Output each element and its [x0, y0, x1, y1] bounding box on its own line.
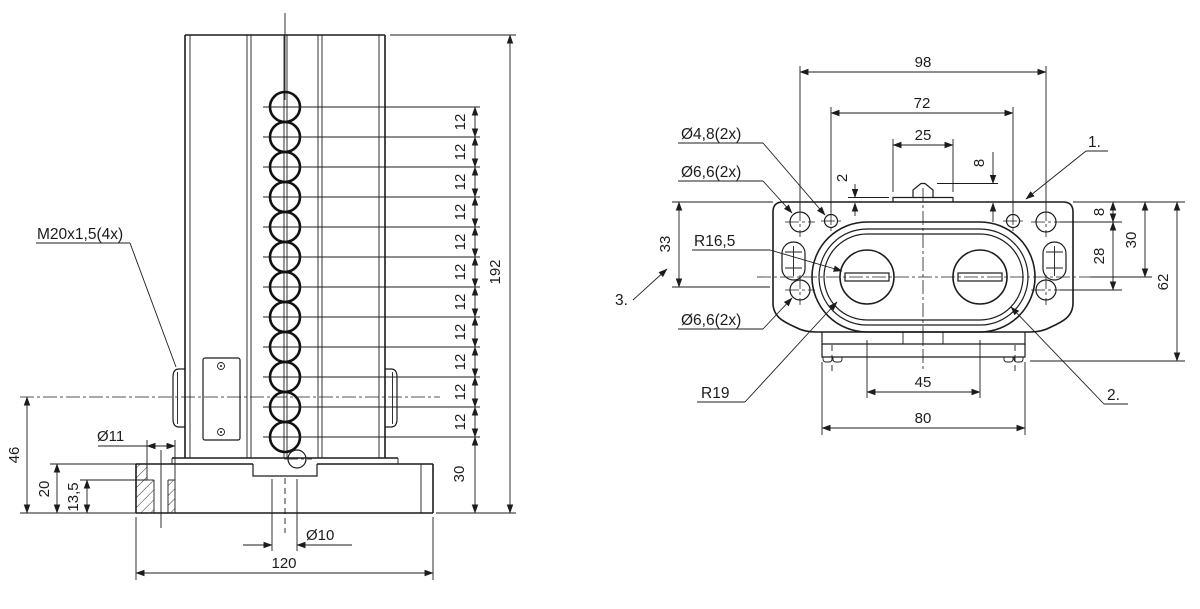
foot [832, 357, 843, 363]
label-top-hole: Ø6,6(2x) [681, 164, 741, 181]
flange-plate-outline [772, 201, 1074, 333]
dim-center-hole-dia: Ø10 [306, 527, 334, 544]
label-ref-2: 2. [1107, 387, 1120, 404]
bearing-circle-column [263, 90, 480, 469]
side-boss-left [172, 368, 185, 428]
nameplate-screw-icon [217, 362, 225, 370]
dim-counterbore-depth: 13,5 [65, 482, 82, 511]
dim-counterbore-dia: Ø11 [97, 428, 124, 445]
flange-lower-bands [821, 332, 1026, 374]
foot [1003, 357, 1014, 363]
thread-callout: M20x1,5(4x) [36, 226, 177, 368]
top-dimensions: 98 72 25 2 8 [657, 54, 1185, 435]
dim-bottom-offset: 30 [451, 466, 468, 483]
svg-text:12: 12 [452, 144, 469, 161]
side-boss-right [385, 368, 398, 428]
svg-text:12: 12 [452, 264, 469, 281]
column-body [184, 13, 386, 458]
dim-left-span: 33 [657, 236, 674, 253]
foot [1013, 357, 1024, 363]
dim-hole-pitch: 28 [1091, 248, 1108, 265]
front-dimensions: Ø11 46 20 13,5 Ø10 120 [6, 34, 516, 580]
svg-text:12: 12 [452, 324, 469, 341]
svg-text:12: 12 [452, 414, 469, 431]
dim-knob-height: 8 [971, 159, 988, 167]
label-outer-radius: R19 [701, 385, 729, 402]
svg-text:12: 12 [452, 294, 469, 311]
svg-text:12: 12 [452, 354, 469, 371]
label-ref-3: 3. [615, 292, 628, 309]
label-small-hole: Ø4,8(2x) [681, 126, 741, 143]
svg-text:12: 12 [452, 114, 469, 131]
dim-tab-width: 80 [915, 410, 932, 427]
front-view: M20x1,5(4x) Ø11 46 20 13,5 [6, 13, 516, 580]
svg-text:12: 12 [452, 204, 469, 221]
dim-knob-width: 25 [915, 127, 932, 144]
dim-step-height: 2 [834, 174, 851, 182]
dim-bore-span: 45 [915, 374, 932, 391]
dim-small-hole-span: 72 [914, 95, 931, 112]
dim-edge-to-hole: 8 [1091, 208, 1108, 216]
nameplate-screw-icon [217, 428, 225, 436]
base [135, 450, 434, 533]
dim-base-width: 120 [271, 555, 296, 572]
dim-hole-span: 98 [915, 54, 932, 71]
label-inner-radius: R16,5 [694, 233, 735, 250]
label-ref-1: 1. [1088, 134, 1101, 151]
pitch-labels: 12 12 12 12 12 12 12 12 12 12 12 [452, 114, 469, 431]
label-bottom-hole: Ø6,6(2x) [681, 312, 741, 329]
oblong-slot-left [781, 241, 806, 281]
dim-center-height: 46 [6, 447, 23, 464]
nameplate [202, 357, 241, 441]
dim-total-height: 192 [487, 259, 504, 284]
oblong-slot-right [1042, 241, 1067, 281]
section-cut [136, 450, 176, 528]
svg-text:12: 12 [452, 384, 469, 401]
top-callouts: Ø4,8(2x) Ø6,6(2x) R16,5 Ø6,6(2x) R19 1. … [615, 126, 1128, 405]
svg-text:12: 12 [452, 234, 469, 251]
foot [822, 357, 833, 363]
dim-edge-to-center: 30 [1123, 232, 1140, 249]
svg-text:12: 12 [452, 174, 469, 191]
dim-overall-height: 62 [1155, 274, 1172, 291]
dim-base-thickness: 20 [36, 481, 53, 498]
mounting-holes [781, 207, 1067, 305]
thread-label: M20x1,5(4x) [37, 226, 123, 243]
top-view: 98 72 25 2 8 [615, 54, 1185, 435]
